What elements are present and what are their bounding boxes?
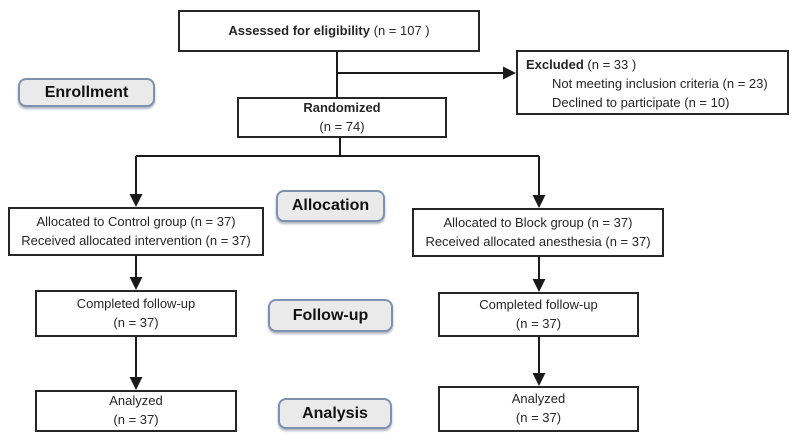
followup-block-line1: Completed follow-up xyxy=(479,296,598,312)
stage-label-allocation: Allocation xyxy=(276,190,385,222)
box-excluded: Excluded (n = 33 ) Not meeting inclusion… xyxy=(516,50,789,115)
analyzed-block-line2: (n = 37) xyxy=(515,410,562,425)
analyzed-control-line2: (n = 37) xyxy=(113,412,159,427)
excluded-reason: Not meeting inclusion criteria (n = 23) xyxy=(552,75,768,91)
stage-label-text: Enrollment xyxy=(44,83,129,101)
assessed-text: Assessed for eligibility (n = 107 ) xyxy=(228,22,430,38)
randomized-line1: Randomized xyxy=(303,99,381,115)
stage-label-followup: Follow-up xyxy=(268,299,393,332)
randomized-line2: (n = 74) xyxy=(319,118,365,134)
excluded-heading: Excluded (n = 33 ) xyxy=(526,57,637,72)
stage-label-enrollment: Enrollment xyxy=(18,78,155,107)
stage-label-text: Allocation xyxy=(291,197,370,214)
alloc-block-line1: Allocated to Block group (n = 37) xyxy=(443,214,633,230)
alloc-block-line2: Received allocated anesthesia (n = 37) xyxy=(425,233,651,249)
followup-control-line1: Completed follow-up xyxy=(76,295,196,311)
alloc-control-line1: Allocated to Control group (n = 37) xyxy=(36,213,236,229)
box-analyzed-block: Analyzed (n = 37) xyxy=(438,386,639,432)
followup-control-line2: (n = 37) xyxy=(113,314,159,330)
analyzed-control-line1: Analyzed xyxy=(109,393,163,409)
stage-label-text: Follow-up xyxy=(292,306,369,324)
box-allocated-control: Allocated to Control group (n = 37) Rece… xyxy=(8,207,264,256)
box-allocated-block: Allocated to Block group (n = 37) Receiv… xyxy=(412,208,664,257)
box-followup-control: Completed follow-up (n = 37) xyxy=(35,290,237,337)
box-randomized: Randomized (n = 74) xyxy=(237,97,447,138)
excluded-reason: Declined to participate (n = 10) xyxy=(552,94,730,110)
stage-label-text: Analysis xyxy=(302,404,368,422)
box-assessed-eligibility: Assessed for eligibility (n = 107 ) xyxy=(178,10,480,52)
box-followup-block: Completed follow-up (n = 37) xyxy=(438,292,639,337)
box-analyzed-control: Analyzed (n = 37) xyxy=(35,390,237,432)
stage-label-analysis: Analysis xyxy=(278,398,392,429)
followup-block-line2: (n = 37) xyxy=(515,315,562,331)
alloc-control-line2: Received allocated intervention (n = 37) xyxy=(21,232,251,248)
analyzed-block-line1: Analyzed xyxy=(511,391,566,407)
